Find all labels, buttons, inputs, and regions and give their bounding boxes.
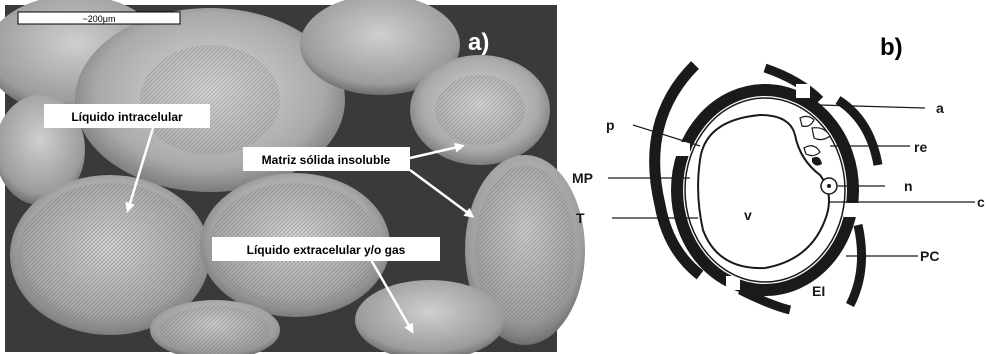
reticulum-2 [812, 128, 830, 140]
panel-b-label: b) [880, 34, 903, 61]
label-re: re [914, 139, 927, 155]
label-v: v [744, 207, 752, 223]
callout-matrix-text: Matriz sólida insoluble [262, 153, 391, 167]
sem-cell-mesh [140, 45, 280, 155]
leader-a [820, 105, 925, 108]
callout-extracellular: Líquido extracelular y/o gas [212, 237, 440, 261]
pit-top [796, 84, 810, 98]
label-p: p [606, 117, 615, 133]
label-ei: EI [812, 283, 825, 299]
label-pc: PC [920, 248, 939, 264]
panel-a-label: a) [468, 29, 489, 56]
sem-cell-mesh [18, 183, 202, 327]
callout-matrix: Matriz sólida insoluble [243, 147, 410, 171]
pit-right [844, 203, 858, 217]
scale-bar-text: ~200μm [83, 14, 116, 24]
sem-cell-mesh [435, 75, 525, 145]
neighbor-wall-right [850, 225, 862, 305]
sem-cell-mesh [160, 306, 270, 354]
label-t: T [576, 210, 585, 226]
callout-extracellular-text: Líquido extracelular y/o gas [247, 243, 406, 257]
label-n: n [904, 178, 913, 194]
callout-intracellular: Líquido intracelular [44, 104, 210, 128]
label-c: c [977, 194, 985, 210]
panel-b-diagram: b) p MP T [572, 34, 985, 310]
label-mp: MP [572, 170, 593, 186]
callout-intracellular-text: Líquido intracelular [71, 110, 183, 124]
pit-bottom [726, 276, 740, 290]
label-a: a [936, 100, 944, 116]
pit-left [676, 142, 690, 156]
nucleolus [827, 184, 831, 188]
panel-a-micrograph: ~200μm a) Líquido intracelular Matriz só… [0, 0, 585, 354]
